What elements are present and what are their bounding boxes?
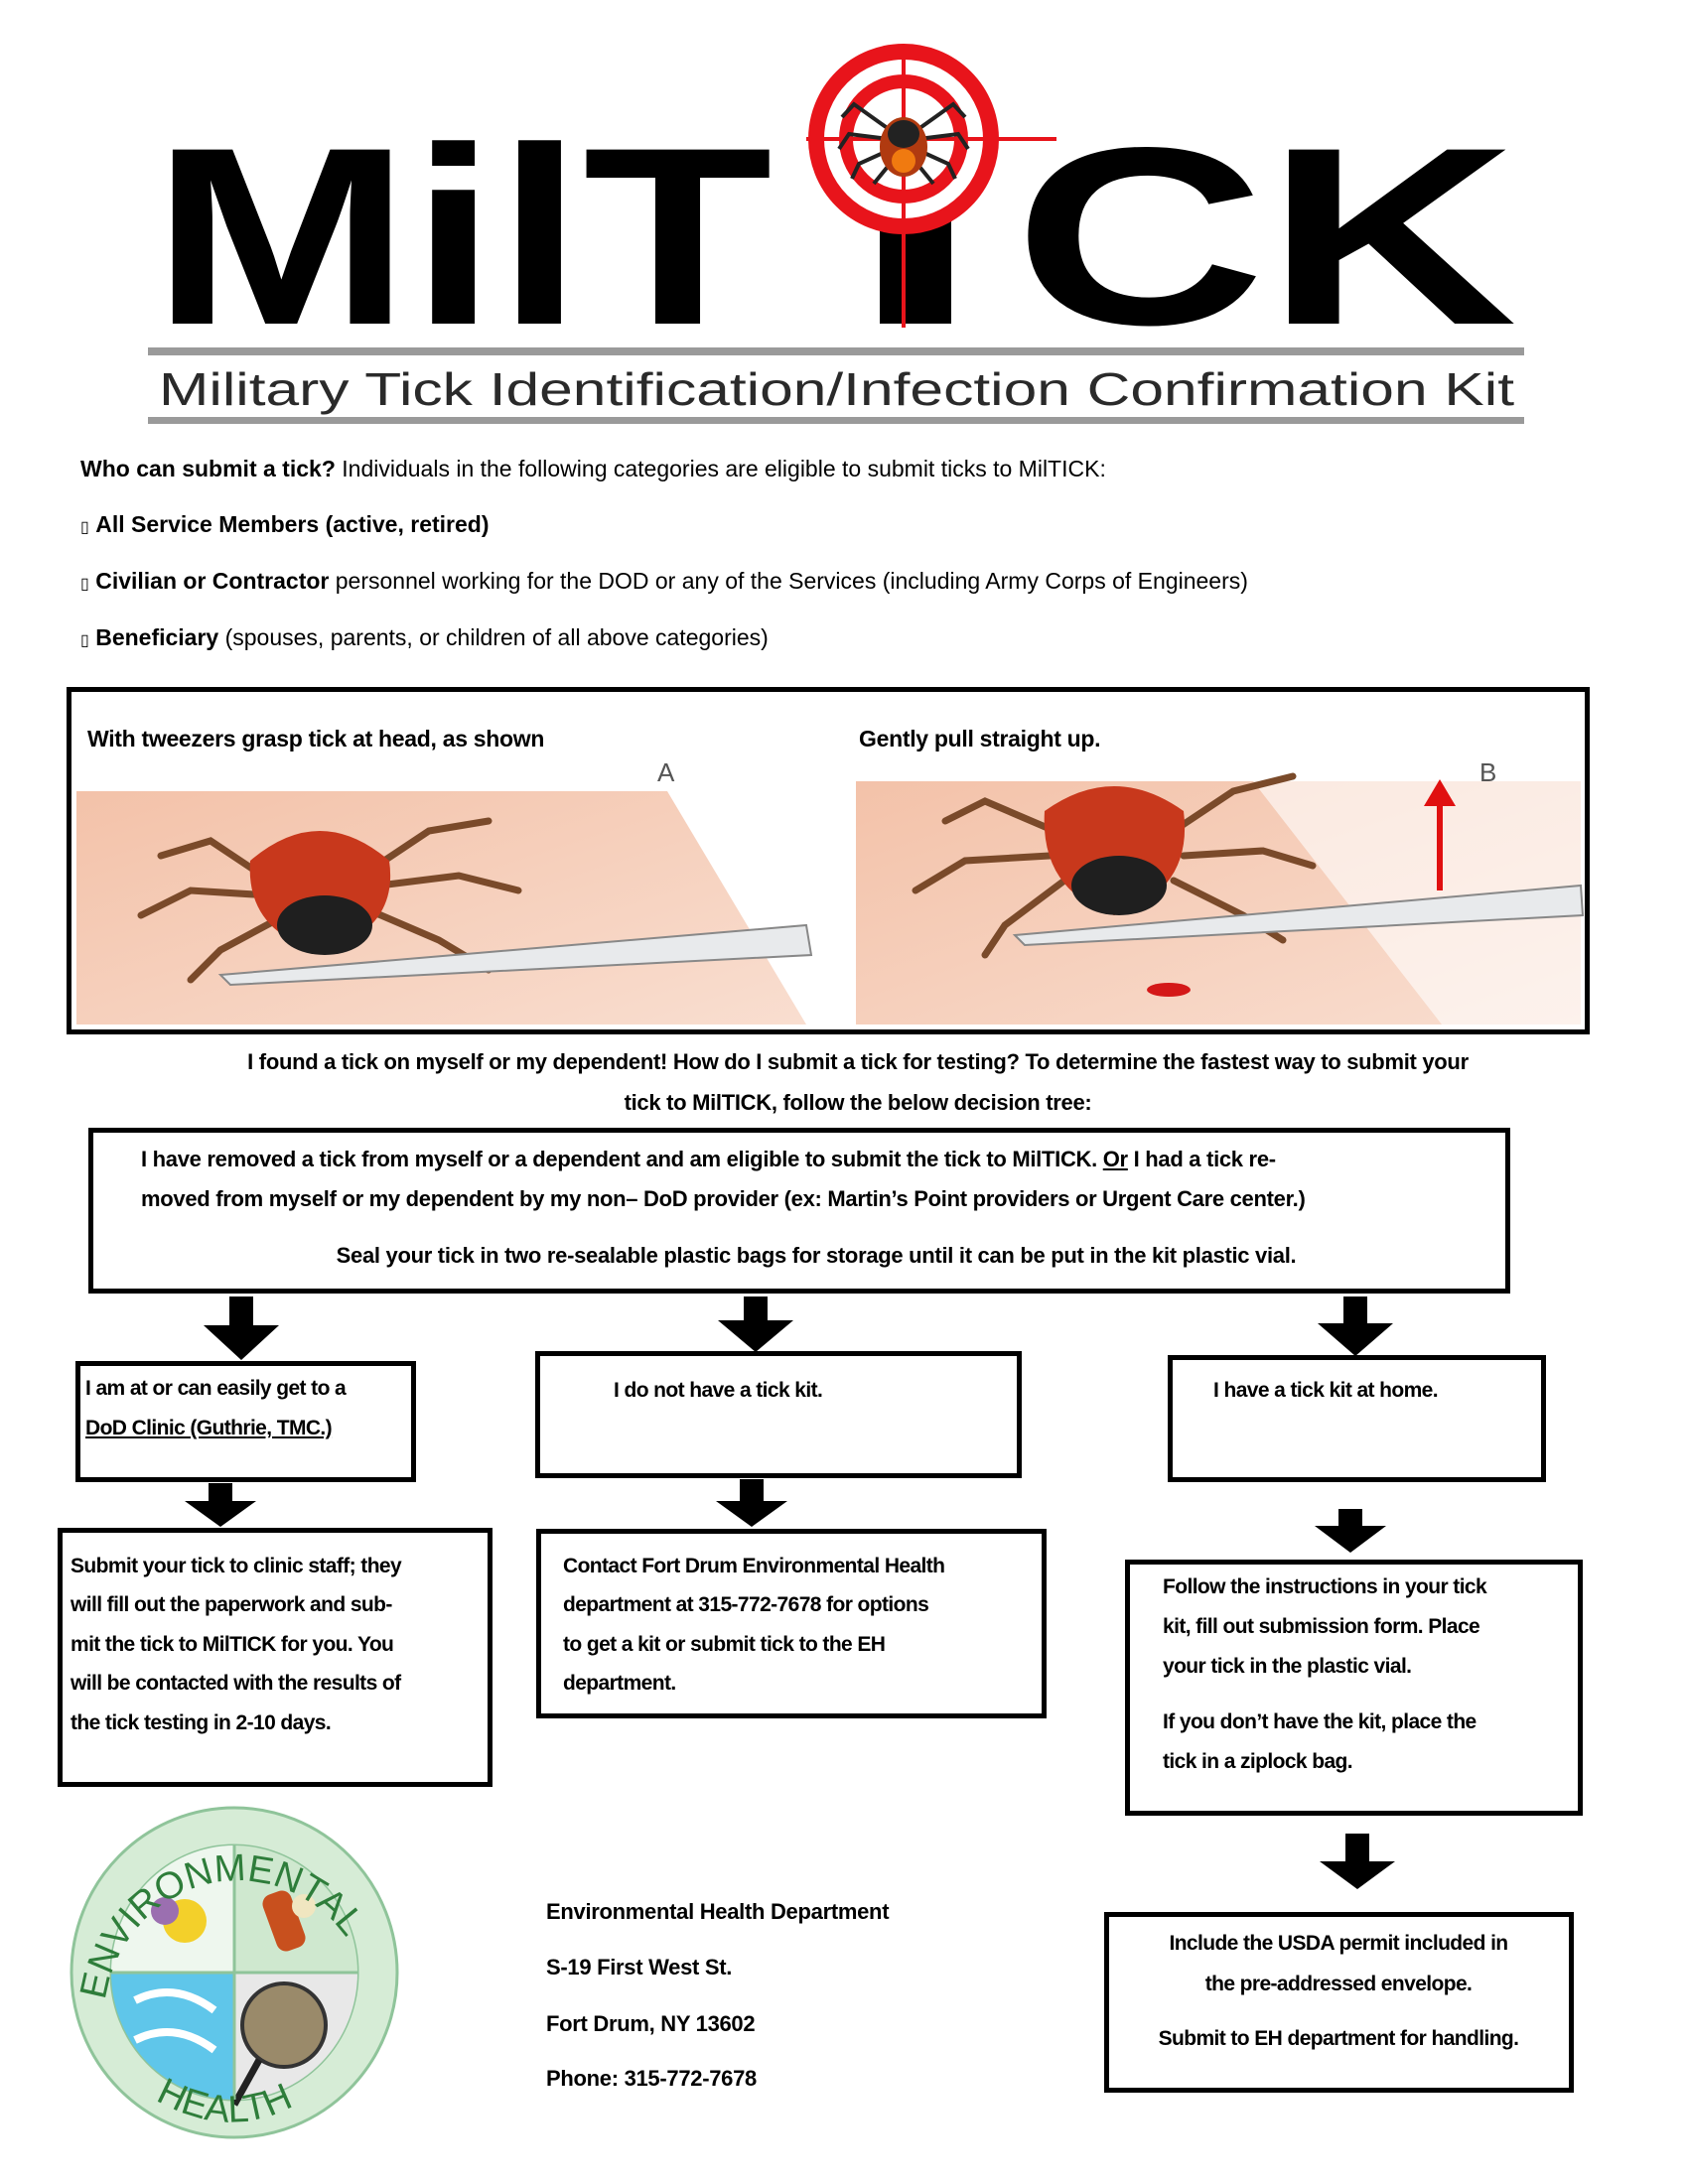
eligibility-question: Who can submit a tick? bbox=[80, 456, 336, 481]
flow-start-line: I have removed a tick from myself or a d… bbox=[141, 1147, 1276, 1171]
eligibility-item: ▯ All Service Members (active, retired) bbox=[80, 511, 490, 537]
step-a-image: A bbox=[76, 757, 813, 1024]
step-a-caption: With tweezers grasp tick at head, as sho… bbox=[87, 726, 545, 751]
flow-no-kit-box bbox=[535, 1351, 1022, 1478]
clinic-result-line: Submit your tick to clinic staff; they bbox=[70, 1555, 402, 1577]
eligibility-item: ▯ Civilian or Contractor personnel worki… bbox=[80, 568, 1248, 594]
environmental-health-logo: ENVIRONMENTAL HEALTH bbox=[70, 1806, 399, 2139]
tick-removal-illustration: A B With tweezers grasp tick at head, as… bbox=[67, 687, 1590, 1034]
rule-bottom bbox=[148, 417, 1524, 424]
contact-city: Fort Drum, NY 13602 bbox=[546, 2011, 756, 2036]
bullet-icon: ▯ bbox=[80, 632, 89, 649]
bullet-icon: ▯ bbox=[80, 519, 89, 536]
final-line: the pre-addressed envelope. bbox=[1204, 1973, 1473, 1995]
no-kit-result-line: to get a kit or submit tick to the EH bbox=[563, 1633, 886, 1656]
eligibility-item: ▯ Beneficiary (spouses, parents, or chil… bbox=[80, 624, 769, 650]
final-line: Include the USDA permit included in bbox=[1169, 1932, 1508, 1955]
logo-text-right: CK bbox=[1014, 95, 1517, 378]
step-b-caption: Gently pull straight up. bbox=[859, 726, 1101, 751]
has-kit-result-line: tick in a ziplock bag. bbox=[1163, 1750, 1353, 1773]
no-kit-result-line: Contact Fort Drum Environmental Health bbox=[563, 1555, 945, 1577]
final-line: Submit to EH department for handling. bbox=[1158, 2027, 1519, 2050]
logo-text-left: MilT bbox=[152, 95, 773, 378]
flow-start-line: moved from myself or my dependent by my … bbox=[141, 1186, 1306, 1211]
flow-no-kit-result-box bbox=[536, 1529, 1047, 1718]
clinic-result-line: mit the tick to MilTICK for you. You bbox=[70, 1633, 394, 1656]
target-crosshair-icon bbox=[806, 44, 1056, 328]
step-a-label: A bbox=[657, 757, 675, 787]
down-arrow-icon bbox=[716, 1479, 787, 1527]
flow-start-line: Seal your tick in two re-sealable plasti… bbox=[336, 1243, 1297, 1268]
flow-no-kit-text: I do not have a tick kit. bbox=[614, 1379, 823, 1402]
flow-clinic-line: I am at or can easily get to a bbox=[85, 1377, 347, 1400]
flow-has-kit-result-box bbox=[1125, 1560, 1583, 1816]
down-arrow-icon bbox=[1320, 1834, 1395, 1889]
flow-has-kit-box bbox=[1168, 1355, 1546, 1482]
eligibility-intro: Who can submit a tick? Individuals in th… bbox=[80, 455, 1106, 482]
clinic-result-line: the tick testing in 2-10 days. bbox=[70, 1711, 332, 1734]
down-arrow-icon bbox=[1318, 1297, 1393, 1356]
has-kit-result-line: your tick in the plastic vial. bbox=[1163, 1655, 1412, 1678]
has-kit-result-line: If you don’t have the kit, place the bbox=[1163, 1710, 1477, 1733]
eligibility-intro-text: Individuals in the following categories … bbox=[335, 456, 1106, 481]
down-arrow-icon bbox=[185, 1483, 256, 1527]
bullet-icon: ▯ bbox=[80, 576, 89, 593]
miltick-logo: MilT CK Military Tick Identification/Inf… bbox=[148, 44, 1524, 424]
flow-clinic-link: DoD Clinic (Guthrie, TMC.) bbox=[85, 1417, 333, 1439]
has-kit-result-line: Follow the instructions in your tick bbox=[1163, 1575, 1487, 1598]
step-b-image: B bbox=[856, 757, 1585, 1024]
rule-top bbox=[148, 347, 1524, 355]
logo-subtitle: Military Tick Identification/Infection C… bbox=[159, 363, 1514, 415]
tick-removal-graphic: A B bbox=[76, 757, 1585, 1024]
no-kit-result-line: department. bbox=[563, 1672, 676, 1695]
flow-final-box bbox=[1104, 1912, 1574, 2093]
contact-phone: Phone: 315-772-7678 bbox=[546, 2066, 757, 2091]
has-kit-result-line: kit, fill out submission form. Place bbox=[1163, 1615, 1480, 1638]
clinic-result-line: will be contacted with the results of bbox=[70, 1672, 401, 1695]
clinic-result-line: will fill out the paperwork and sub- bbox=[70, 1593, 392, 1616]
down-arrow-icon bbox=[204, 1297, 279, 1360]
down-arrow-icon bbox=[718, 1297, 793, 1352]
no-kit-result-line: department at 315-772-7678 for options bbox=[563, 1593, 929, 1616]
down-arrow-icon bbox=[1315, 1509, 1386, 1553]
decision-intro-line: tick to MilTICK, follow the below decisi… bbox=[624, 1090, 1092, 1115]
decision-intro-line: I found a tick on myself or my dependent… bbox=[247, 1049, 1469, 1074]
flow-has-kit-text: I have a tick kit at home. bbox=[1213, 1379, 1439, 1402]
tick-icon bbox=[837, 101, 970, 186]
flow-clinic-result-box bbox=[58, 1528, 492, 1787]
step-b-label: B bbox=[1479, 757, 1496, 787]
flow-clinic-box bbox=[75, 1361, 416, 1482]
flow-start-box bbox=[88, 1128, 1510, 1294]
contact-street: S-19 First West St. bbox=[546, 1955, 733, 1979]
contact-department: Environmental Health Department bbox=[546, 1899, 890, 1924]
